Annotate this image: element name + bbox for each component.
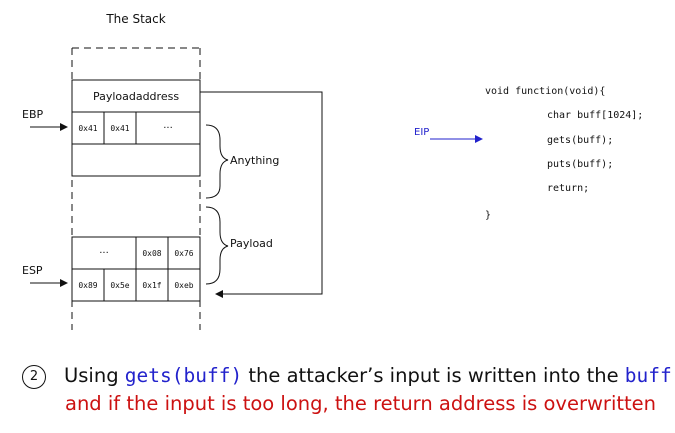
caption-line-1: 2 Using gets(buff) the attacker’s input i… <box>22 362 672 390</box>
payload-address-box <box>71 79 201 113</box>
payload-lower-cell-4: 0xeb <box>174 281 193 290</box>
code-line-return: return; <box>547 183 589 194</box>
caption-code-buff: buff <box>624 364 672 387</box>
anything-box <box>71 143 201 177</box>
caption: 2 Using gets(buff) the attacker’s input i… <box>22 362 672 418</box>
code-line-buffer-decl: char buff[1024]; <box>547 110 643 121</box>
code-line-gets: gets(buff); <box>547 135 613 146</box>
anything-label: Anything <box>230 154 279 167</box>
step-number-badge: 2 <box>22 365 46 389</box>
ebp-row <box>71 111 201 145</box>
eip-label: EIP <box>414 127 429 138</box>
code-line-puts: puts(buff); <box>547 159 613 170</box>
return-address-arrow <box>200 91 323 298</box>
ebp-label: EBP <box>22 108 43 121</box>
ebp-cell-1: 0x41 <box>78 124 97 133</box>
payload-address-label: Payloadaddress <box>93 90 179 103</box>
payload-upper-ellipsis: ··· <box>99 248 109 259</box>
anything-brace <box>205 124 229 199</box>
caption-text-pre: Using <box>64 364 125 387</box>
payload-brace <box>205 206 229 285</box>
payload-upper-cell-2: 0x08 <box>142 249 161 258</box>
payload-lower-cell-1: 0x89 <box>78 281 97 290</box>
ebp-cell-ellipsis: ··· <box>163 123 173 134</box>
stack-title: The Stack <box>105 12 165 26</box>
ebp-cell-2: 0x41 <box>110 124 129 133</box>
code-line-signature: void function(void){ <box>485 86 605 97</box>
payload-lower-cell-3: 0x1f <box>142 281 161 290</box>
esp-label: ESP <box>22 264 43 277</box>
caption-code-gets: gets(buff) <box>124 364 243 387</box>
payload-upper-cell-3: 0x76 <box>174 249 193 258</box>
payload-lower-cell-2: 0x5e <box>110 281 129 290</box>
code-line-closing-brace: } <box>485 210 491 221</box>
caption-line-2: and if the input is too long, the return… <box>22 390 672 418</box>
payload-lower-row <box>71 268 201 302</box>
caption-text-mid: the attacker’s input is written into the <box>242 364 625 387</box>
payload-label: Payload <box>230 237 273 250</box>
caption-warning-text: and if the input is too long, the return… <box>65 392 657 415</box>
